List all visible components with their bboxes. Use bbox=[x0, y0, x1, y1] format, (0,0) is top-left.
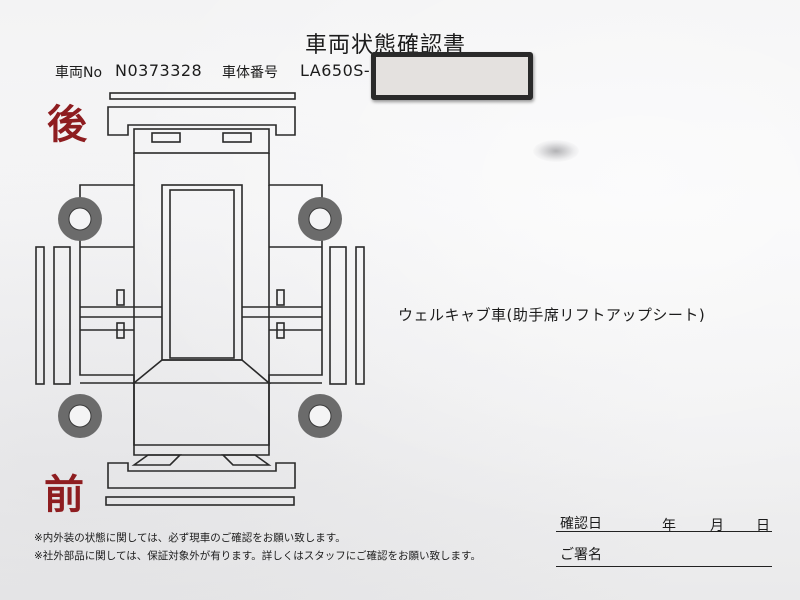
front-label: 前 bbox=[44, 471, 84, 518]
front-lamp-left bbox=[131, 454, 182, 466]
rear-bumper-bar bbox=[109, 92, 296, 100]
left-outer-strip bbox=[35, 246, 45, 385]
day-label: 日 bbox=[756, 518, 770, 534]
rear-lamp-left bbox=[151, 132, 181, 143]
vehicle-no-label: 車両No bbox=[55, 65, 103, 81]
front-bumper-bar bbox=[105, 496, 295, 506]
vehicle-diagram bbox=[35, 92, 365, 506]
note-interior-exterior: ※内外装の状態に関しては、必ず現車のご確認をお願い致します。 bbox=[34, 532, 346, 544]
front-bumper bbox=[107, 462, 296, 489]
paper-dent bbox=[533, 140, 579, 162]
door-handle-left-rear bbox=[116, 289, 125, 306]
redaction-sticker bbox=[371, 52, 533, 100]
roof bbox=[161, 184, 243, 361]
right-inner-strip bbox=[329, 246, 347, 385]
rear-panel bbox=[133, 128, 270, 154]
month-label: 月 bbox=[710, 518, 724, 534]
year-label: 年 bbox=[662, 518, 676, 534]
door-handle-right-rear bbox=[276, 289, 285, 306]
vehicle-no-value: N0373328 bbox=[115, 61, 203, 80]
body-outline bbox=[79, 153, 323, 456]
roof-inner bbox=[169, 189, 235, 359]
right-outer-strip bbox=[355, 246, 365, 385]
door-handle-right-front bbox=[276, 322, 285, 339]
windshield bbox=[131, 359, 272, 384]
note-aftermarket-parts: ※社外部品に関しては、保証対象外が有ります。詳しくはスタッフにご確認をお願い致し… bbox=[34, 550, 481, 562]
rear-label: 後 bbox=[47, 101, 87, 148]
left-inner-strip bbox=[53, 246, 71, 385]
rear-lamp-right bbox=[222, 132, 252, 143]
chassis-label: 車体番号 bbox=[222, 65, 278, 81]
signature-label: ご署名 bbox=[560, 547, 602, 563]
door-handle-left-front bbox=[116, 322, 125, 339]
date-underline bbox=[556, 531, 772, 532]
rear-bumper bbox=[107, 106, 296, 136]
vehicle-option-text: ウェルキャブ車(助手席リフトアップシート) bbox=[398, 306, 706, 324]
signature-underline bbox=[556, 566, 772, 567]
confirm-date-label: 確認日 bbox=[560, 516, 602, 532]
front-lamp-right bbox=[221, 454, 272, 466]
chassis-value: LA650S- bbox=[300, 61, 371, 80]
